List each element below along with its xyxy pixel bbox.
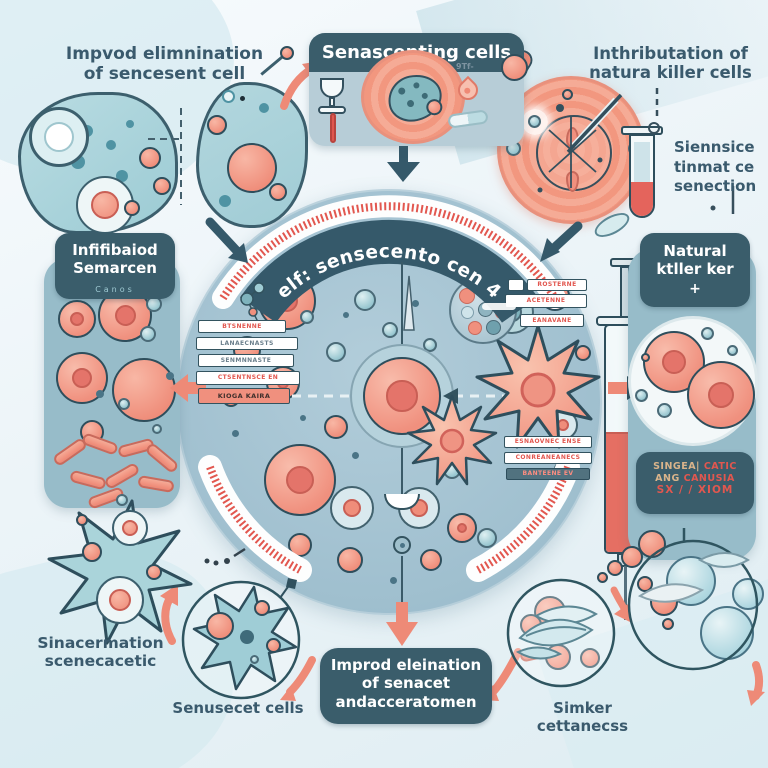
dot (472, 575, 478, 581)
footer-word: ang (655, 472, 680, 484)
white-pill-mark (482, 303, 516, 310)
panel-title-line: ktller ker (656, 260, 734, 279)
central-cell (363, 357, 441, 435)
caption-line: Inthributation of (593, 44, 748, 63)
top-right-caption: Inthributation of natura killer cells (578, 44, 763, 83)
panel-title-line: Natural (663, 242, 727, 260)
small-ball (562, 89, 573, 100)
micro-label: Senmnnaste (198, 354, 294, 367)
dot (352, 452, 359, 459)
salmon-ball (501, 54, 528, 81)
teal-cell (354, 289, 376, 311)
teal-cell (477, 528, 497, 548)
nk-cell-dish (628, 316, 758, 446)
micro-label-tag: Kioga Kaira (198, 388, 290, 404)
teal-cell (300, 310, 314, 324)
top-left-caption: Impvod elimnination of sencesent cell (42, 44, 287, 84)
right-panel-title: Natural ktller ker + (640, 233, 750, 307)
salmon-diamond (566, 127, 579, 148)
note-line: tinmat ce (674, 157, 755, 176)
senescent-cells-label: Senusecet cells (172, 699, 304, 717)
micro-label: Ctsentnsce en (196, 371, 300, 385)
teal-cell (382, 322, 398, 338)
micro-label: Acetenne (505, 294, 587, 308)
caption-line: scenecacetic (44, 652, 157, 671)
bottom-left-caption: Sinacermation scenecacetic (28, 634, 173, 671)
caption-line: Sinacermation (37, 634, 164, 652)
micro-label: Btsnenne (198, 320, 286, 333)
left-panel-title: Infifibaiod Semarcen Canos (55, 233, 175, 299)
panel-title-line: Infifibaiod (72, 241, 158, 259)
bottom-card: Improd eleination of senacet andaccerato… (320, 648, 492, 724)
caption-line: natura killer cells (589, 63, 752, 83)
teal-cell (443, 461, 461, 479)
arrow-card-down (387, 146, 420, 182)
note-line: Siennsice (674, 138, 755, 156)
bottom-card-line: andacceratomen (335, 692, 477, 711)
dot (300, 415, 306, 421)
syringe-needle (624, 566, 627, 620)
flask-icon (320, 78, 344, 98)
bottom-card-line: Improd eleination (330, 656, 482, 674)
teal-ring-dot (222, 90, 235, 103)
petri-disc (361, 50, 465, 144)
footer-word: Singea| (653, 461, 701, 472)
micro-label: Lanaecnasts (196, 337, 298, 350)
test-tube-cap (621, 126, 663, 135)
right-panel-footer: Singea| catic ang canusia sx / / xiom (636, 452, 754, 514)
salmon-cell (575, 345, 591, 361)
dot (232, 430, 239, 437)
micro-label: Eanavane (520, 314, 584, 327)
left-panel (44, 258, 180, 510)
dot (540, 520, 546, 526)
micro-label: Rosterne (527, 279, 587, 291)
pin-ball (280, 46, 294, 60)
top-card: Senascenting cells 9Tf- (309, 33, 528, 146)
note-line: senection (674, 177, 757, 195)
footer-word: canusia (683, 472, 735, 484)
teal-cell (423, 338, 437, 352)
caption-line: Impvod elimnination (65, 44, 264, 64)
cell-cluster-sphere (449, 276, 517, 344)
senolytic-label: Simker cettanecss (536, 699, 629, 735)
caption-line: of sencesent cell (83, 64, 246, 85)
dot (240, 96, 245, 101)
top-right-note: Siennsice tinmat ce senection (674, 138, 768, 197)
salmon-cell (124, 200, 140, 216)
footer-garble: sx / / xiom (656, 484, 734, 497)
footer-word: catic (703, 461, 737, 472)
glow-dot (522, 109, 548, 135)
salmon-cell (324, 415, 348, 439)
salmon-cell (337, 547, 363, 573)
dot (343, 312, 349, 318)
panel-subtitle: Canos (95, 284, 135, 294)
spiral-cell (393, 536, 411, 554)
dot (298, 570, 304, 576)
panel-title-plus: + (689, 280, 701, 297)
teal-cell (326, 342, 346, 362)
droplet-note: 9Tf- (456, 62, 474, 71)
salmon-cell (288, 533, 312, 557)
micro-label: Esnaovnec ense (504, 436, 592, 448)
salmon-cell (264, 444, 336, 516)
red-stick (330, 113, 336, 143)
dot (412, 300, 419, 307)
senescent-teal-cell (383, 69, 447, 127)
arrow-into-circle-right (540, 221, 583, 262)
salmon-cell (447, 513, 477, 543)
test-tube (629, 134, 655, 218)
micro-label: Conreaneanecs (504, 452, 592, 464)
teal-ring-cell (330, 486, 374, 530)
panel-title-line: Semarcen (73, 259, 157, 278)
micro-label: Banteene ev (506, 468, 590, 480)
bottom-card-line: of senacet (361, 674, 451, 693)
salmon-cell (420, 549, 442, 571)
senescent-blob-cell (196, 82, 308, 228)
micro-label (508, 279, 524, 291)
dot (390, 577, 397, 584)
